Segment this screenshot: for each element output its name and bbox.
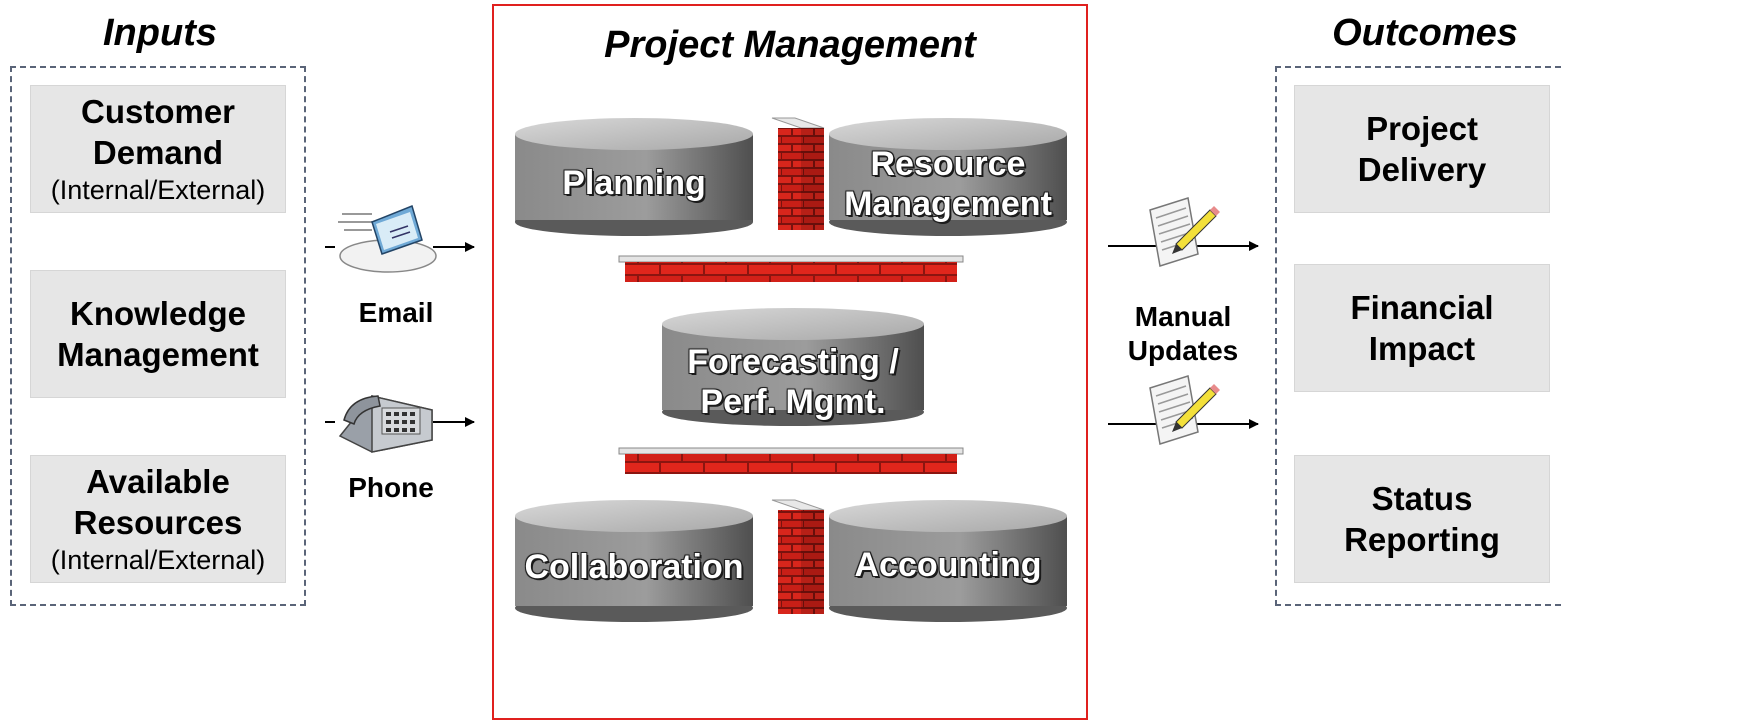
cylinder-planning xyxy=(515,118,753,236)
brick-wall-icon xyxy=(618,255,964,282)
cylinder-collaboration xyxy=(515,500,753,622)
module-resource-management: Resource Management xyxy=(844,145,1052,223)
project-management-frame xyxy=(492,4,1088,720)
cylinder-forecasting xyxy=(662,308,924,426)
card-subtitle: (Internal/External) xyxy=(50,175,266,205)
card-title: Financial Impact xyxy=(1350,289,1494,367)
email-label: Email xyxy=(358,297,434,328)
brick-wall-icon xyxy=(771,499,825,614)
card-title: Project Delivery xyxy=(1357,110,1487,188)
outcomes-title: Outcomes xyxy=(1332,12,1518,54)
inputs-title: Inputs xyxy=(103,12,217,54)
project-management-title: Project Management xyxy=(604,24,976,66)
outcome-card-status-reporting: Status Reporting xyxy=(1294,455,1550,583)
phone-icon xyxy=(338,395,433,453)
email-icon xyxy=(338,204,437,273)
phone-label: Phone xyxy=(348,472,434,503)
card-title: Customer Demand xyxy=(80,93,236,171)
manual-updates-label: Manual Updates xyxy=(1127,301,1239,366)
module-accounting: Accounting xyxy=(854,546,1042,584)
outcome-card-project-delivery: Project Delivery xyxy=(1294,85,1550,213)
card-title: Available Resources xyxy=(73,463,243,541)
module-forecasting: Forecasting / Perf. Mgmt. xyxy=(687,343,899,421)
input-card-customer-demand: Customer Demand (Internal/External) xyxy=(30,85,286,213)
input-card-knowledge-management: Knowledge Management xyxy=(30,270,286,398)
brick-wall-icon xyxy=(618,447,964,474)
card-subtitle: (Internal/External) xyxy=(50,545,266,575)
card-title: Status Reporting xyxy=(1344,480,1500,558)
inputs-panel xyxy=(10,66,306,606)
module-collaboration: Collaboration xyxy=(524,548,744,586)
document-pencil-icon xyxy=(1108,197,1259,267)
cylinder-accounting xyxy=(829,500,1067,622)
brick-wall-icon xyxy=(771,117,825,230)
outcomes-panel xyxy=(1275,66,1561,606)
cylinder-resource-management xyxy=(829,118,1067,236)
document-pencil-icon xyxy=(1108,375,1259,445)
outcome-card-financial-impact: Financial Impact xyxy=(1294,264,1550,392)
module-planning: Planning xyxy=(562,164,706,202)
card-title: Knowledge Management xyxy=(57,295,259,373)
input-card-available-resources: Available Resources (Internal/External) xyxy=(30,455,286,583)
